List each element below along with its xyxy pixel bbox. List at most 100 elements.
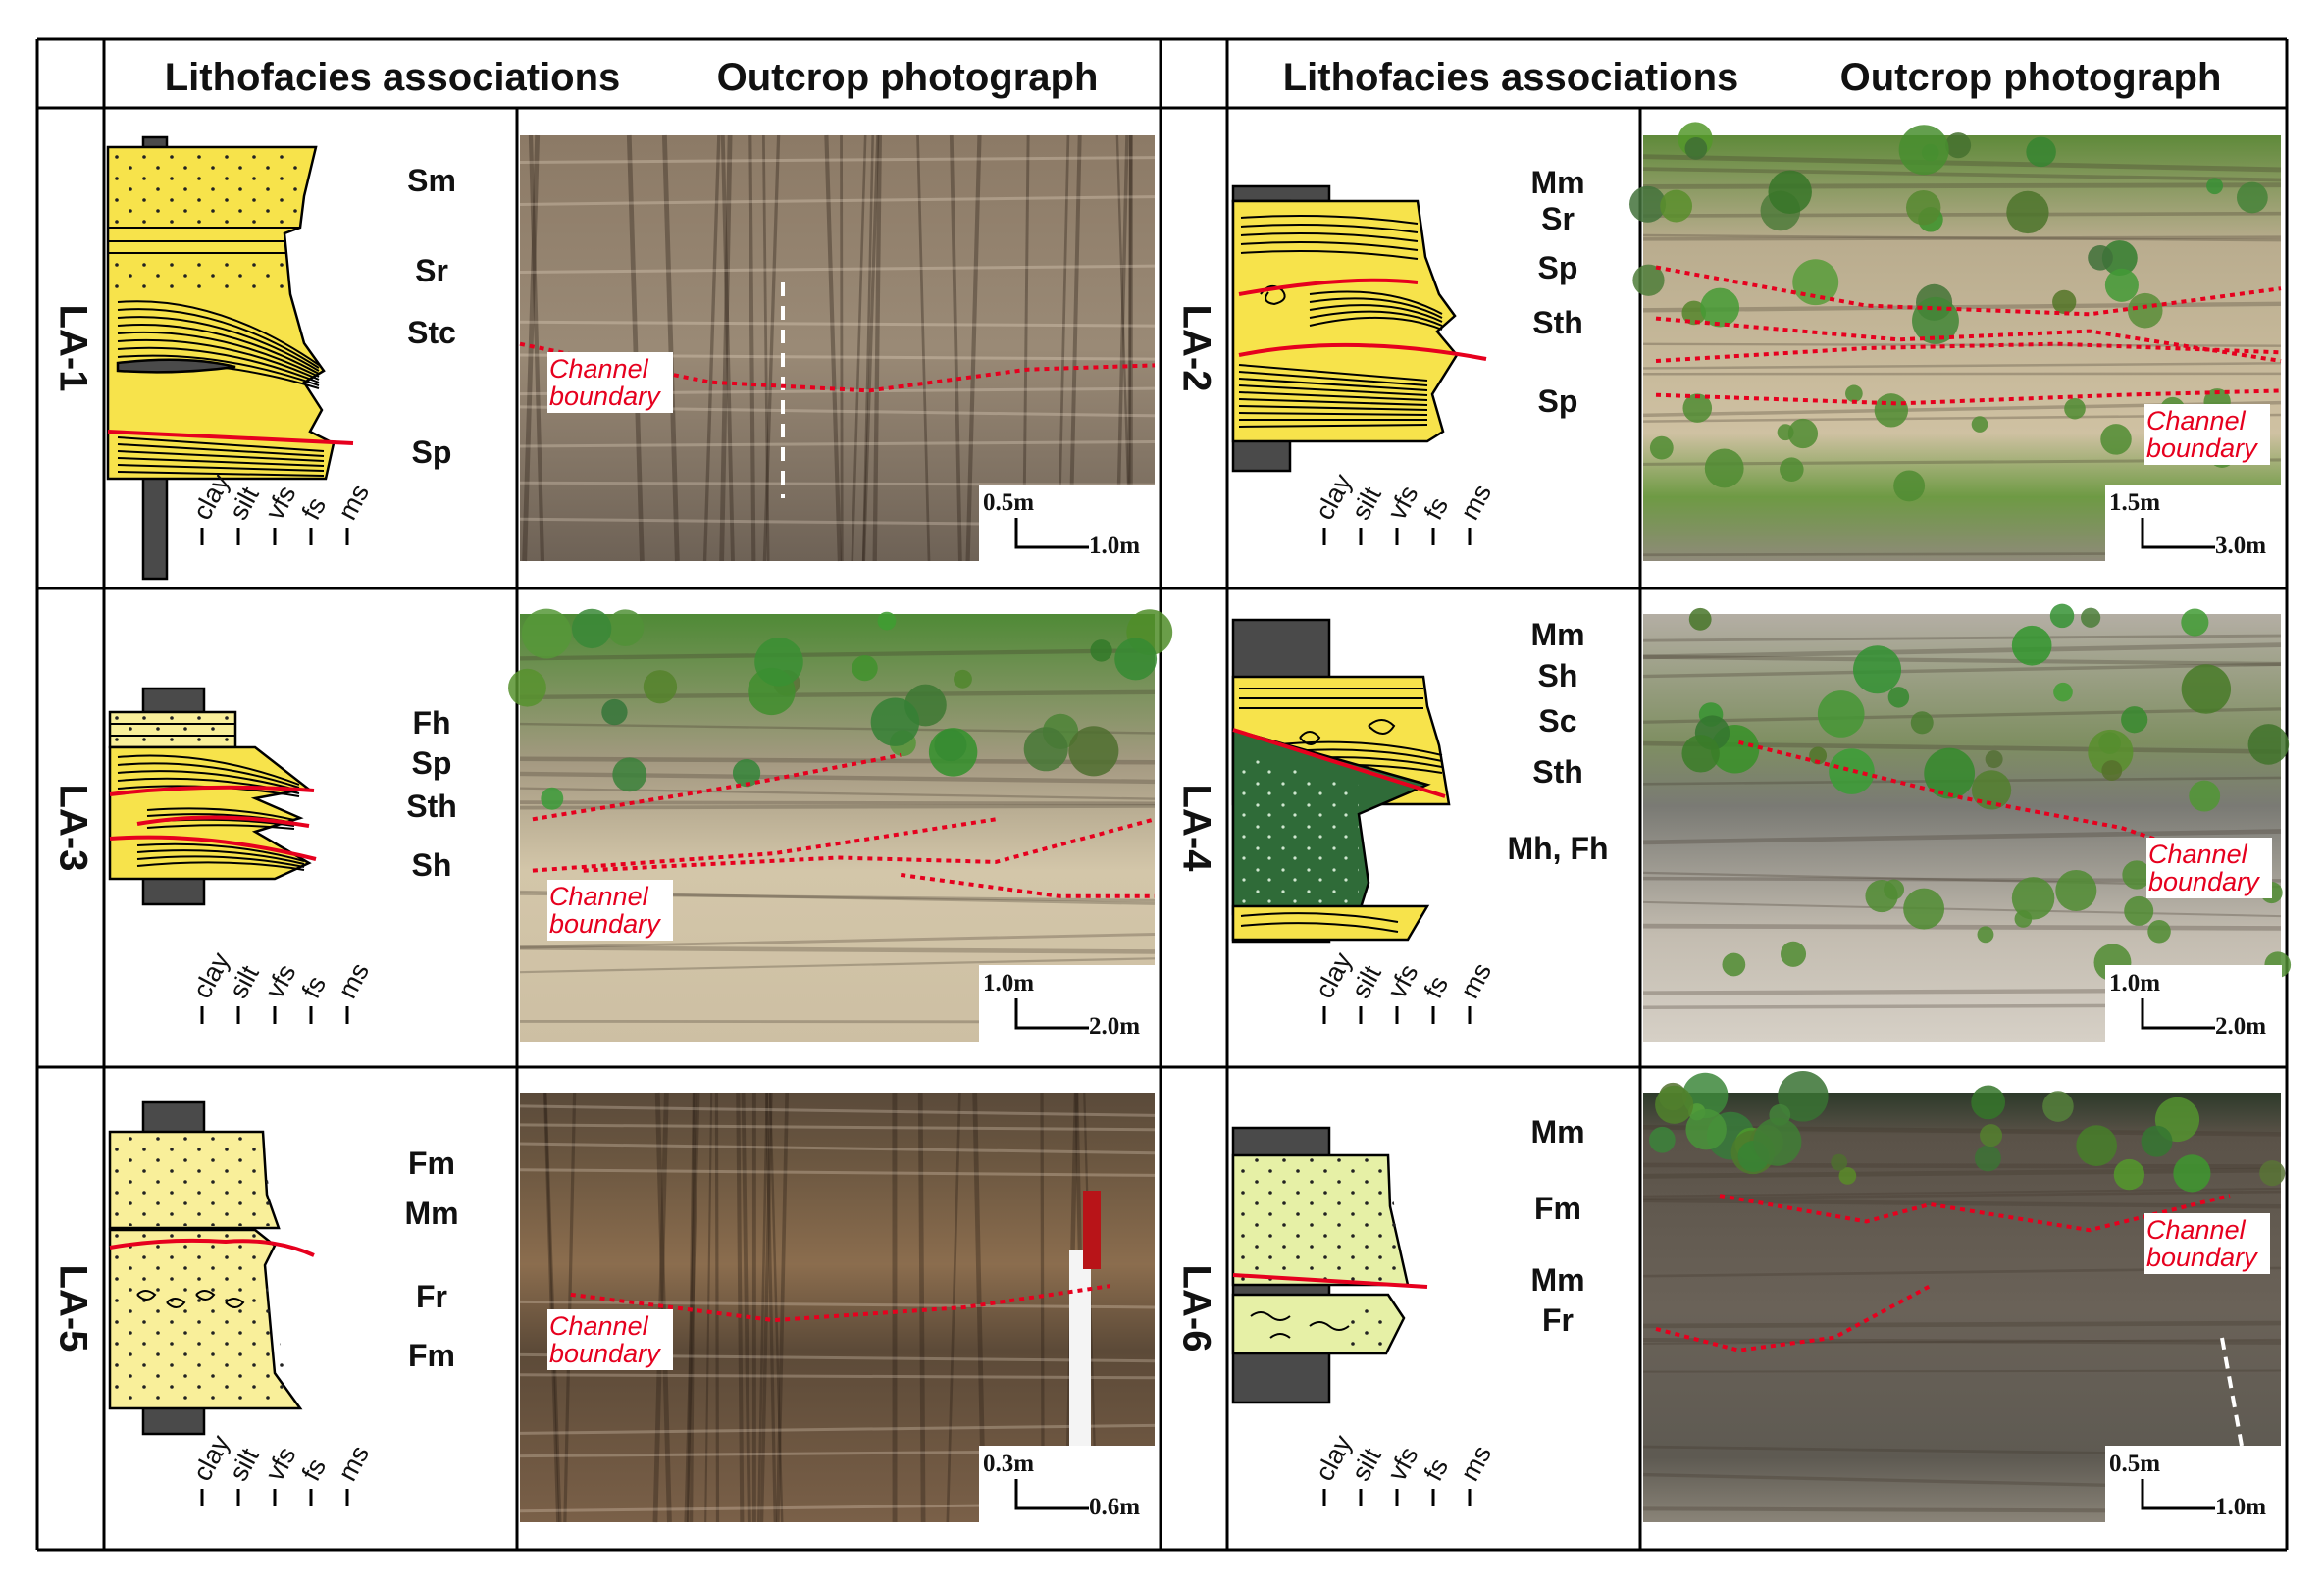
joint-line: [861, 134, 874, 562]
vegetation-blob: [2173, 1154, 2211, 1193]
facies-code: Sr: [1541, 201, 1575, 236]
scale-bar: 0.5m 1.0m: [979, 485, 1156, 563]
scale-bar: 1.0m 2.0m: [2105, 965, 2282, 1044]
grain-size-label: vfs: [1382, 481, 1424, 525]
sedimentary-log: [1231, 184, 1487, 473]
bedding-line: [1642, 1369, 2282, 1373]
vegetation-blob: [2141, 1125, 2173, 1157]
lamination: [1238, 391, 1428, 401]
scale-vertical-label: 0.5m: [2109, 1451, 2160, 1477]
grain-size-label: clay: [1310, 947, 1358, 1003]
sandstone-body: [106, 145, 336, 481]
scale-horizontal-label: 2.0m: [2215, 1013, 2266, 1040]
label-backdrop: [2144, 404, 2270, 465]
vegetation-blob: [1905, 189, 1941, 226]
vegetation-blob: [934, 729, 967, 762]
label-backdrop: [2146, 838, 2272, 898]
vegetation-blob: [1632, 264, 1665, 296]
red-boundary: [109, 785, 315, 796]
vegetation-blob: [2042, 1091, 2074, 1122]
convolute-lamination: [1260, 284, 1286, 306]
vegetation-blob: [1682, 393, 1713, 423]
facies-code: Mm: [1530, 1114, 1584, 1149]
facies-code: Mm: [1530, 1262, 1584, 1298]
lamination: [1309, 1321, 1350, 1331]
vegetation-blob: [1777, 424, 1794, 441]
channel-boundary-line: [1655, 1284, 1932, 1352]
joint-line: [768, 1092, 784, 1523]
joint-line: [702, 134, 721, 562]
label-backdrop: [547, 880, 673, 941]
vegetation-blob: [1778, 1071, 1829, 1122]
facies-code: Sth: [406, 789, 457, 824]
grain-dots: [112, 1232, 294, 1406]
channel-boundary-text: boundary: [549, 1339, 661, 1368]
vegetation-blob: [1660, 189, 1693, 223]
label-backdrop: [547, 1309, 673, 1370]
lamination: [1238, 398, 1428, 406]
bedding-line: [1642, 1190, 2282, 1200]
scale-bar-line: [2141, 998, 2215, 1030]
lamination: [1309, 297, 1443, 319]
scale-vertical-label: 0.5m: [983, 489, 1034, 516]
sandstone-bed: [1231, 904, 1430, 942]
joint-line: [543, 1092, 562, 1523]
facies-code: Mm: [1530, 617, 1584, 652]
channel-boundary-line: [532, 817, 997, 873]
scale-bar: 1.0m2.0m: [979, 965, 1156, 1044]
scale-horizontal-label: 1.0m: [1089, 533, 1140, 559]
association-label: LA-1: [51, 305, 94, 392]
vegetation-blob: [2121, 706, 2148, 734]
vegetation-blob: [2049, 603, 2075, 629]
bedding-line: [1642, 829, 2282, 845]
scale-bar-box: [979, 965, 1156, 1044]
red-boundary: [1232, 728, 1446, 798]
sedimentary-log: [106, 135, 354, 581]
vegetation-blob: [2124, 895, 2154, 926]
vegetation-blob: [1829, 748, 1875, 794]
lamination: [1240, 224, 1419, 233]
grain-size-label: ms: [1455, 480, 1497, 525]
lamination: [117, 436, 325, 452]
joint-line: [851, 134, 867, 562]
joint-line: [872, 134, 882, 562]
grain-size-label: vfs: [260, 481, 302, 525]
scale-vertical-label: 1.0m: [2109, 970, 2160, 996]
channel-boundary-text: boundary: [549, 909, 661, 939]
joint-line: [626, 134, 645, 562]
lamination: [117, 300, 320, 366]
bedding-line: [1642, 923, 2282, 931]
joint-line: [861, 134, 880, 562]
scale-bar-line: [1014, 998, 1089, 1030]
bedding-line: [1642, 362, 2282, 370]
bedding-line: [519, 481, 1156, 486]
bedding-line: [519, 1423, 1156, 1435]
scale-horizontal-label: 1.0m: [2215, 1494, 2266, 1520]
channel-boundaries: [1655, 265, 2282, 406]
sedimentary-log: [108, 1100, 315, 1436]
vegetation-blob: [1688, 607, 1712, 631]
association-label: LA-6: [1174, 1265, 1217, 1352]
channel-boundary-line: [1655, 316, 2282, 363]
grain-dots: [112, 714, 233, 745]
vegetation-blob: [877, 611, 897, 631]
channel-boundary-line: [900, 873, 1155, 898]
facies-code: Fr: [1542, 1302, 1574, 1338]
vegetation-blob: [2181, 664, 2232, 714]
bedding-line: [519, 1104, 1156, 1117]
vegetation-blob: [2088, 729, 2134, 775]
bedding-line: [519, 1123, 1156, 1132]
joint-line: [764, 1092, 777, 1523]
facies-code: Sp: [412, 434, 452, 470]
grain-size-label: clay: [1310, 469, 1358, 525]
lamination: [1240, 215, 1419, 225]
scale-vertical-label: 0.3m: [983, 1451, 1034, 1477]
vegetation-blob: [1974, 1145, 2001, 1172]
